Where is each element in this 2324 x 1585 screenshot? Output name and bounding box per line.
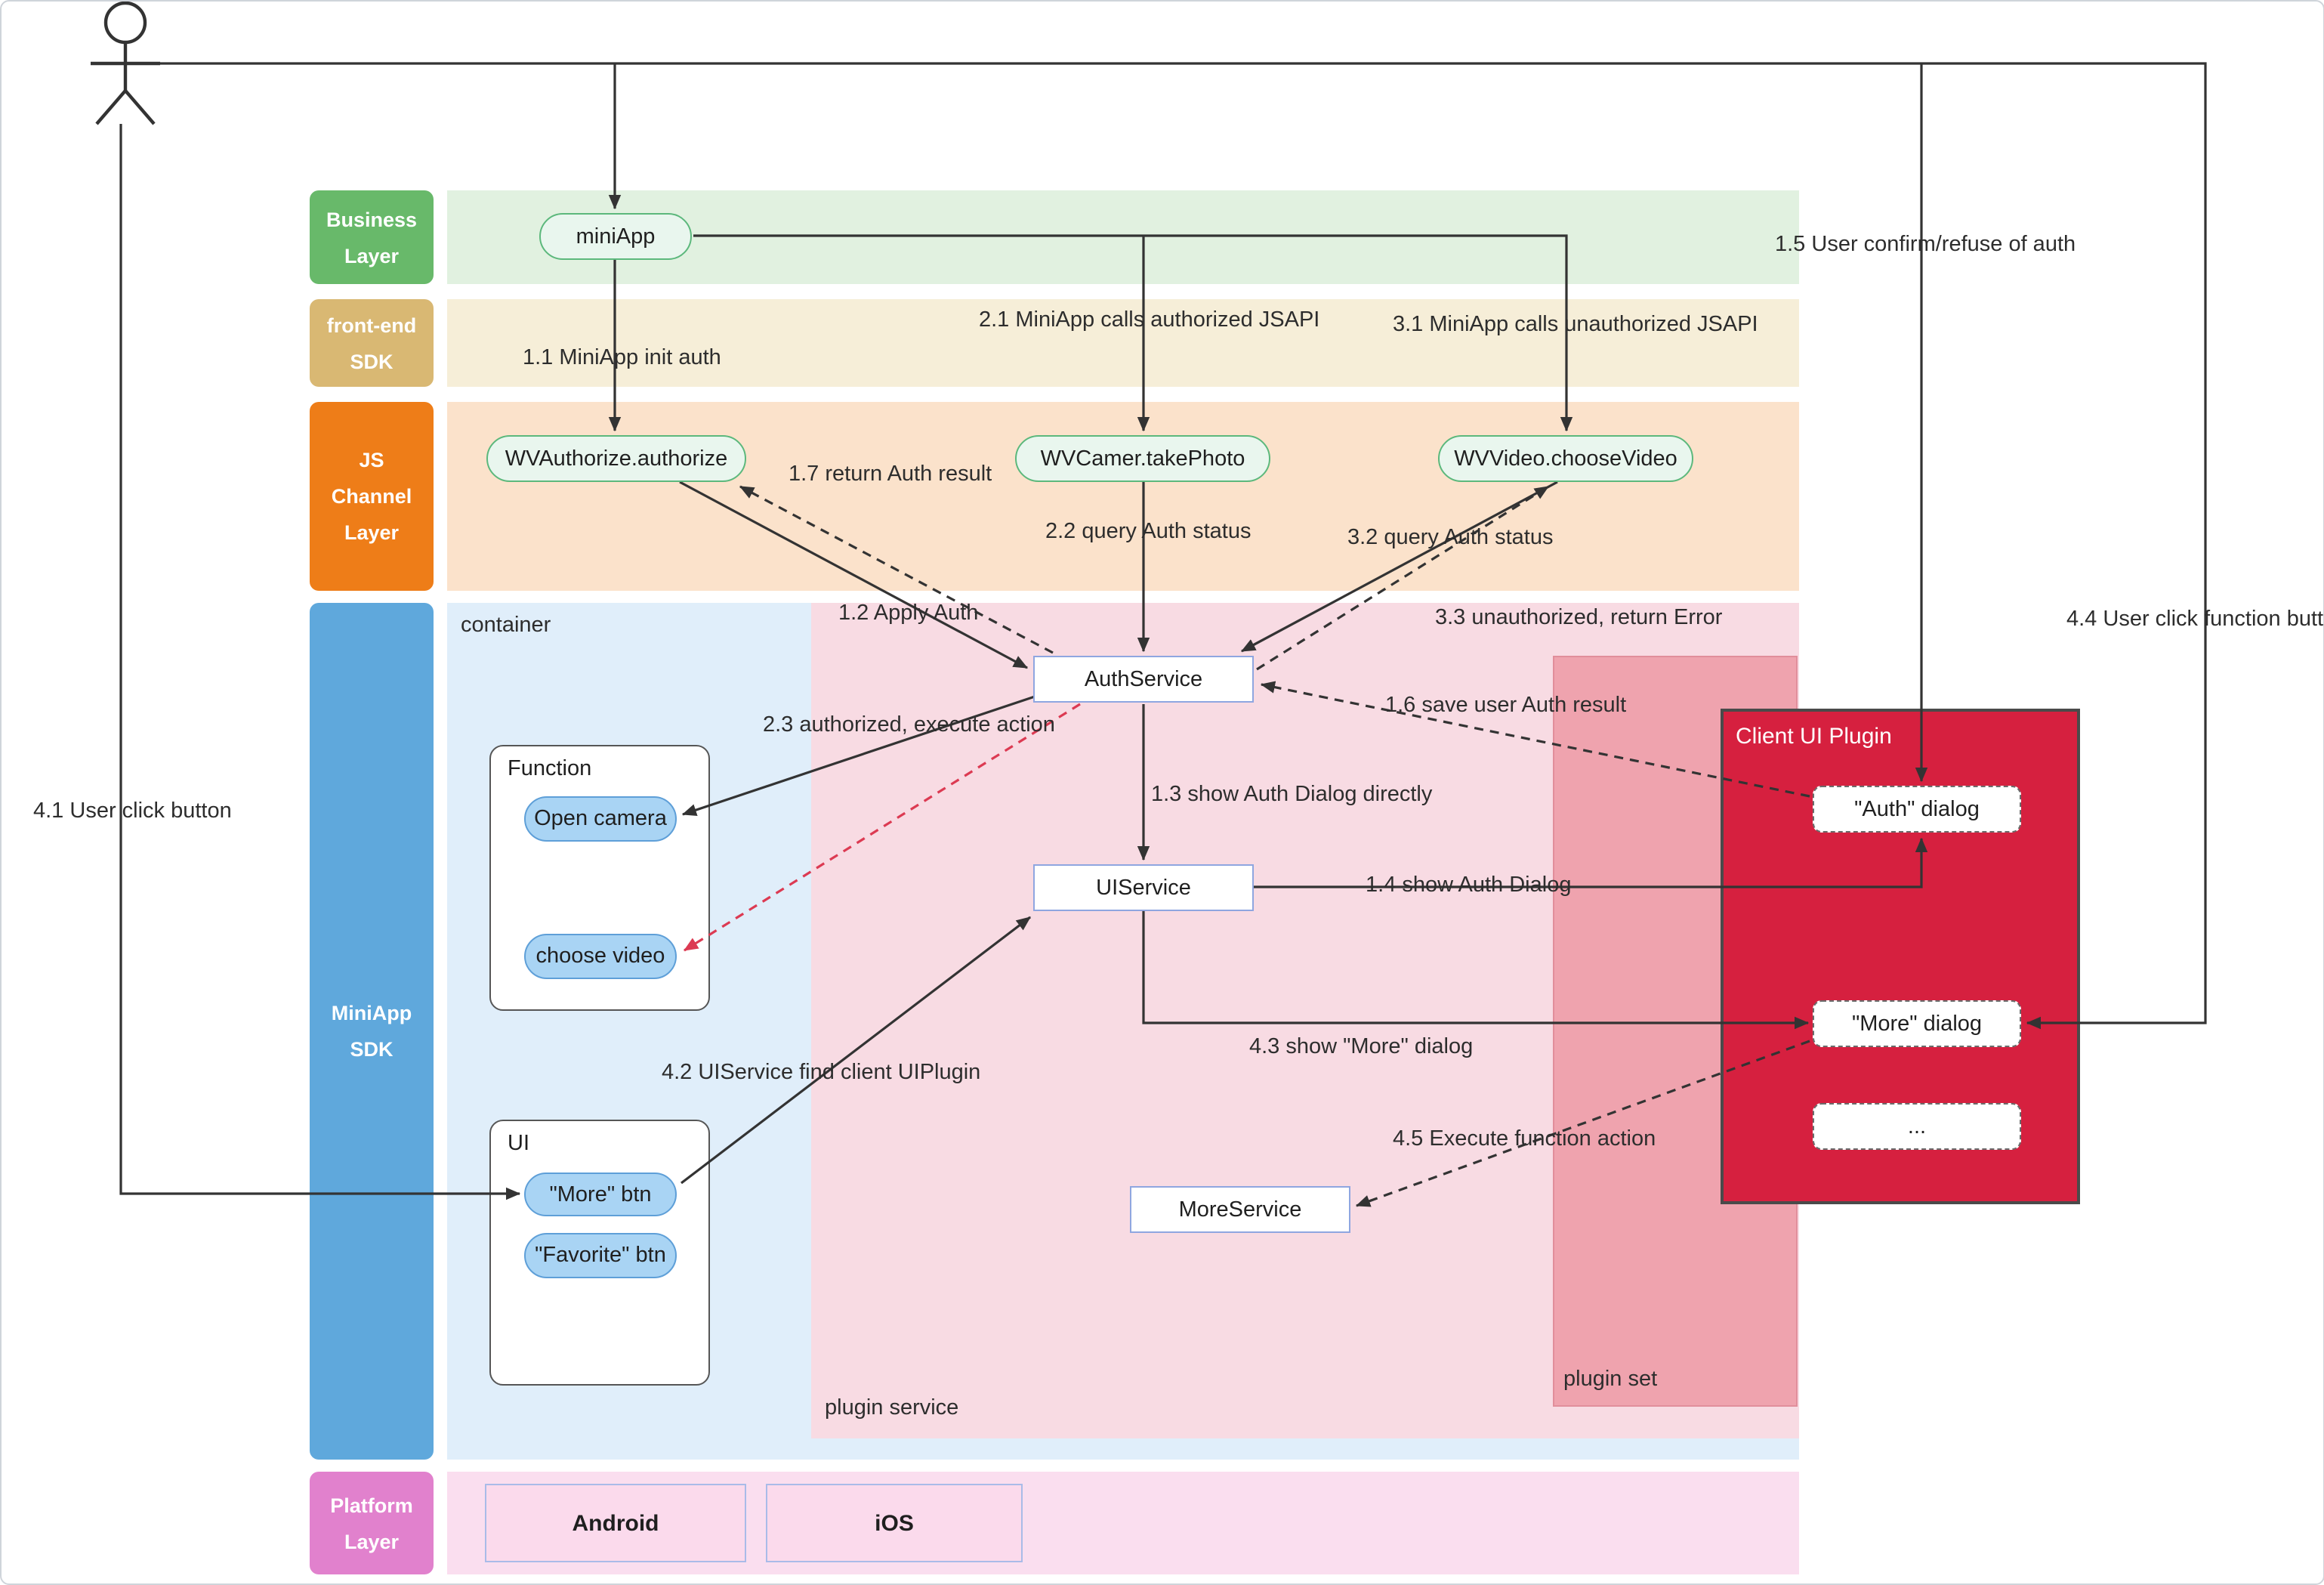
node-wvvideo-choosevideo: WVVideo.chooseVideo	[1438, 435, 1693, 482]
layer-tab-label: JS	[359, 449, 384, 471]
layer-tab-label: Layer	[344, 244, 400, 267]
edge-4-1-user-to-more-btn	[119, 124, 521, 1200]
layer-tab-js-channel-layer: JS Channel Layer	[310, 402, 434, 591]
group-ui-label: UI	[508, 1132, 529, 1156]
container-label: container	[461, 613, 551, 638]
edge-label-2-3: 2.3 authorized, execute action	[763, 713, 1055, 737]
edge-label-1-5: 1.5 User confirm/refuse of auth	[1775, 233, 2076, 257]
node-moreservice: MoreService	[1130, 1186, 1350, 1233]
user-actor-icon	[91, 1, 160, 125]
layer-tab-label: Layer	[344, 521, 400, 544]
node-more-btn: "More" btn	[524, 1173, 677, 1216]
node-choose-video: choose video	[524, 934, 677, 979]
layer-tab-label: SDK	[350, 1038, 394, 1061]
edge-label-1-3: 1.3 show Auth Dialog directly	[1151, 783, 1433, 807]
edge-label-4-3: 4.3 show "More" dialog	[1249, 1035, 1474, 1059]
layer-tab-platform-layer: Platform Layer	[310, 1472, 434, 1574]
edge-label-1-7: 1.7 return Auth result	[789, 462, 992, 487]
layer-tab-label: MiniApp	[331, 1002, 412, 1024]
band-js-channel-layer	[447, 402, 1799, 591]
edge-label-1-1: 1.1 MiniApp init auth	[523, 346, 721, 370]
edge-label-3-2: 3.2 query Auth status	[1347, 526, 1554, 550]
node-more-items-dialog: ...	[1813, 1103, 2021, 1150]
layer-tab-miniapp-sdk: MiniApp SDK	[310, 603, 434, 1460]
edge-1-7-authservice-to-wvauthorize	[739, 485, 1054, 654]
node-android: Android	[485, 1484, 746, 1562]
edge-label-1-2: 1.2 Apply Auth	[838, 601, 979, 626]
node-favorite-btn: "Favorite" btn	[524, 1233, 677, 1278]
layer-tab-label: Business	[326, 208, 418, 230]
node-wvcamer-takephoto: WVCamer.takePhoto	[1015, 435, 1270, 482]
layer-tab-business-layer: Business Layer	[310, 190, 434, 284]
edge-authservice-to-choose-video-error	[683, 703, 1081, 952]
edge-3-3-authservice-to-wvvideo	[1256, 485, 1550, 671]
band-frontend-sdk	[447, 299, 1799, 387]
edge-label-3-3: 3.3 unauthorized, return Error	[1435, 606, 1723, 630]
node-auth-dialog: "Auth" dialog	[1813, 786, 2021, 833]
edge-4-3-uiservice-to-more-dialog	[1142, 911, 1810, 1030]
edge-label-4-5: 4.5 Execute function action	[1393, 1127, 1656, 1151]
layer-tab-frontend-sdk: front-end SDK	[310, 299, 434, 387]
edge-label-4-4: 4.4 User click function button	[2066, 607, 2324, 632]
edge-label-1-6: 1.6 save user Auth result	[1385, 694, 1627, 718]
layer-tab-label: Layer	[344, 1530, 400, 1553]
group-function-label: Function	[508, 757, 592, 781]
client-ui-plugin-label: Client UI Plugin	[1736, 724, 1892, 749]
edge-1-6-auth-dialog-to-authservice	[1260, 681, 1810, 798]
layer-tab-label: Channel	[331, 485, 412, 508]
node-authservice: AuthService	[1033, 656, 1254, 703]
node-ios: iOS	[766, 1484, 1023, 1562]
edge-label-3-1: 3.1 MiniApp calls unauthorized JSAPI	[1393, 313, 1758, 337]
edge-user-top-spine-4-4	[160, 62, 2207, 1030]
plugin-set-label: plugin set	[1563, 1367, 1658, 1392]
node-more-dialog: "More" dialog	[1813, 1000, 2021, 1047]
plugin-service-label: plugin service	[825, 1396, 959, 1420]
edge-label-4-1: 4.1 User click button	[33, 799, 232, 823]
node-uiservice: UIService	[1033, 864, 1254, 911]
edge-label-2-1: 2.1 MiniApp calls authorized JSAPI	[979, 308, 1320, 332]
layer-tab-label: front-end	[326, 314, 417, 336]
edge-label-4-2: 4.2 UIService find client UIPlugin	[662, 1061, 981, 1085]
edge-2-3-authservice-to-open-camera	[681, 694, 1040, 817]
edge-label-2-2: 2.2 query Auth status	[1045, 520, 1252, 544]
layer-tab-label: SDK	[350, 350, 394, 372]
node-open-camera: Open camera	[524, 796, 677, 842]
node-wvauthorize-authorize: WVAuthorize.authorize	[486, 435, 746, 482]
edge-4-5-more-dialog-to-moreservice	[1355, 1040, 1810, 1207]
edge-label-1-4: 1.4 show Auth Dialog	[1366, 873, 1572, 898]
edge-miniapp-right-spine-3-1	[693, 234, 1573, 432]
edge-4-2-more-btn-to-uiservice	[681, 916, 1031, 1185]
layer-tab-label: Platform	[330, 1494, 413, 1516]
edge-1-2-wvauthorize-to-authservice	[679, 480, 1029, 669]
edge-1-4-uiservice-to-auth-dialog	[1254, 837, 1928, 888]
node-miniapp: miniApp	[539, 213, 692, 260]
edge-3-2-wvvideo-to-authservice	[1240, 480, 1558, 653]
